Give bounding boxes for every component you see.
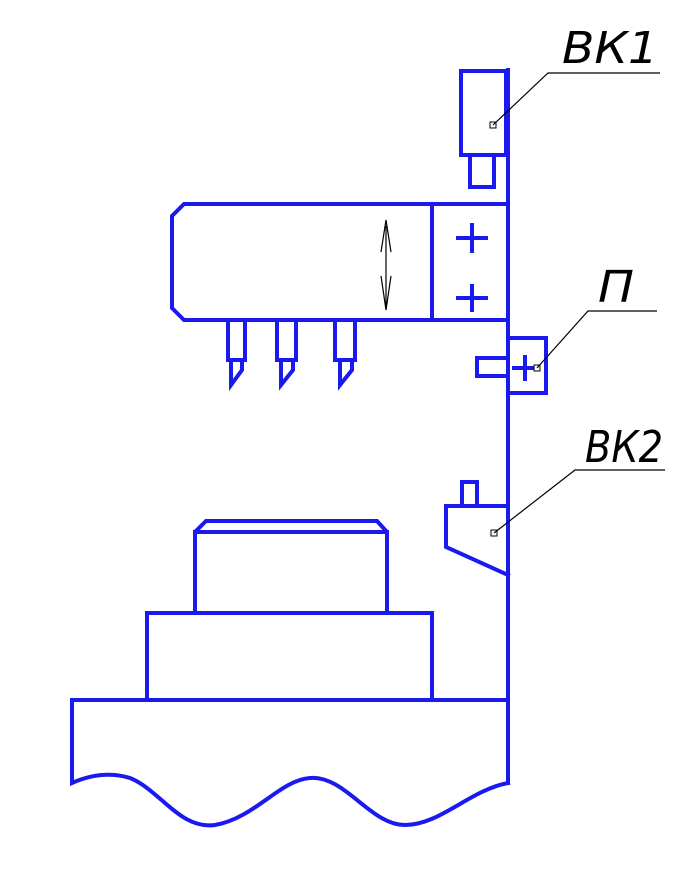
drill-head [170,202,510,322]
fixture-block [145,611,434,702]
machine-base [70,698,511,828]
label-p: П [598,262,634,313]
limit-switch-vk1 [459,69,508,189]
drill-tool-3 [333,318,357,391]
label-vk2: ВК2 [585,422,663,473]
drill-tool-2 [275,318,298,391]
leader-p [536,310,657,369]
label-vk1: ВК1 [562,23,658,74]
leader-vk2 [493,469,665,534]
workpiece [193,519,389,615]
limit-switch-vk2 [444,480,511,578]
plus-mark-upper [456,223,488,253]
vertical-motion-arrow [380,219,392,311]
sensor-p [475,336,548,395]
plus-mark-lower [456,284,488,312]
leader-vk1 [492,72,660,126]
drill-tool-1 [226,318,247,392]
